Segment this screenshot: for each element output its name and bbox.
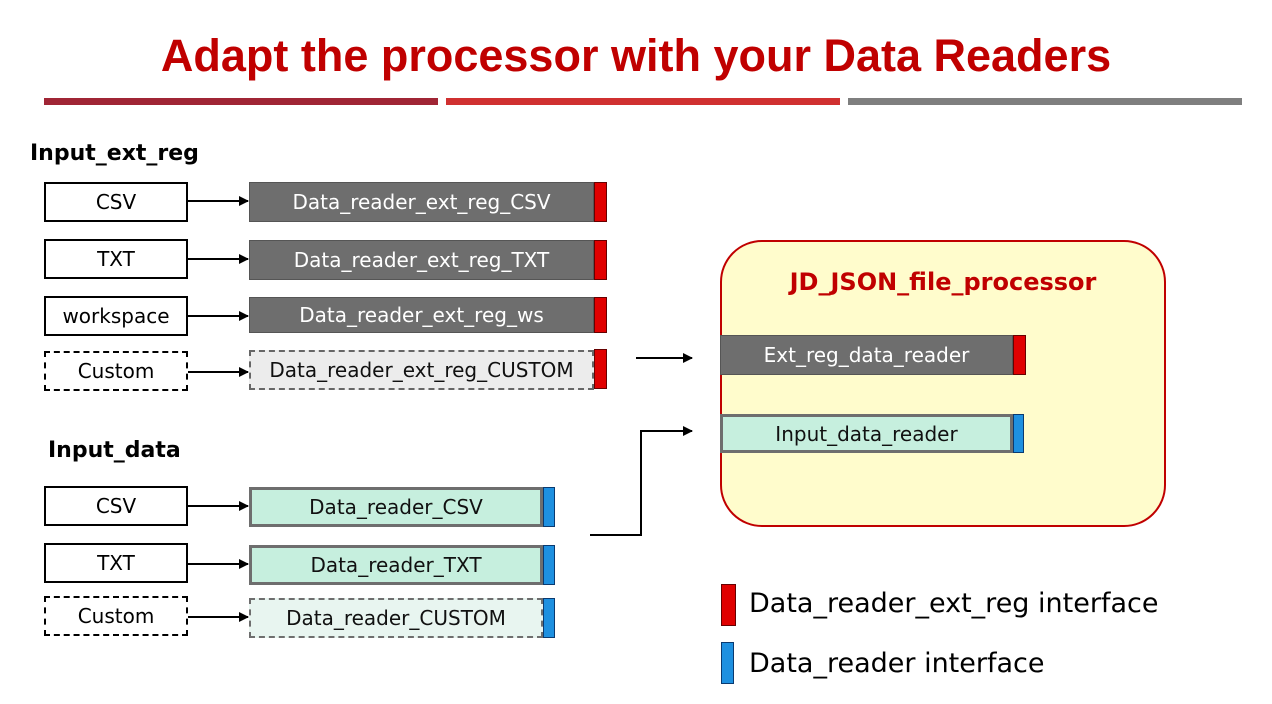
title-rule-left (44, 98, 438, 105)
data-source-csv: CSV (44, 486, 188, 526)
data-source-txt: TXT (44, 543, 188, 583)
data-interface-tab (543, 545, 555, 585)
arrow-to-data-slot (590, 426, 693, 536)
ext-reg-interface-tab (594, 349, 607, 389)
legend-data-swatch (721, 642, 734, 684)
data-interface-tab (543, 487, 555, 527)
page-title: Adapt the processor with your Data Reade… (160, 30, 1112, 81)
ext-reg-interface-tab (594, 297, 607, 333)
legend-data-label: Data_reader interface (749, 648, 1045, 679)
ext-source-txt: TXT (44, 239, 188, 279)
ext-reader-txt: Data_reader_ext_reg_TXT (249, 240, 594, 280)
data-reader-txt: Data_reader_TXT (249, 545, 543, 585)
data-reader-custom: Data_reader_CUSTOM (249, 598, 543, 638)
input-data-reader-slot: Input_data_reader (720, 414, 1013, 453)
processor-title: JD_JSON_file_processor (789, 268, 1097, 296)
ext-source-custom: Custom (44, 351, 188, 391)
ext-reg-data-reader-slot: Ext_reg_data_reader (720, 335, 1013, 375)
ext-reader-ws: Data_reader_ext_reg_ws (249, 297, 594, 333)
data-reader-csv: Data_reader_CSV (249, 487, 543, 527)
input-data-heading: Input_data (48, 438, 181, 463)
legend-ext-reg-label: Data_reader_ext_reg interface (749, 588, 1159, 619)
title-rule-right (848, 98, 1242, 105)
ext-reg-interface-tab (594, 240, 607, 280)
title-rule-middle (446, 98, 840, 105)
ext-source-workspace: workspace (44, 296, 188, 336)
ext-reg-interface-tab (594, 182, 607, 222)
ext-reader-csv: Data_reader_ext_reg_CSV (249, 182, 594, 222)
ext-reader-custom: Data_reader_ext_reg_CUSTOM (249, 350, 594, 390)
ext-source-csv: CSV (44, 182, 188, 222)
data-source-custom: Custom (44, 596, 188, 636)
processor-box (720, 240, 1166, 527)
ext-reg-interface-tab (1013, 335, 1026, 375)
data-interface-tab (1013, 414, 1024, 453)
input-ext-reg-heading: Input_ext_reg (30, 141, 199, 166)
data-interface-tab (543, 598, 555, 638)
legend-ext-reg-swatch (721, 584, 736, 626)
